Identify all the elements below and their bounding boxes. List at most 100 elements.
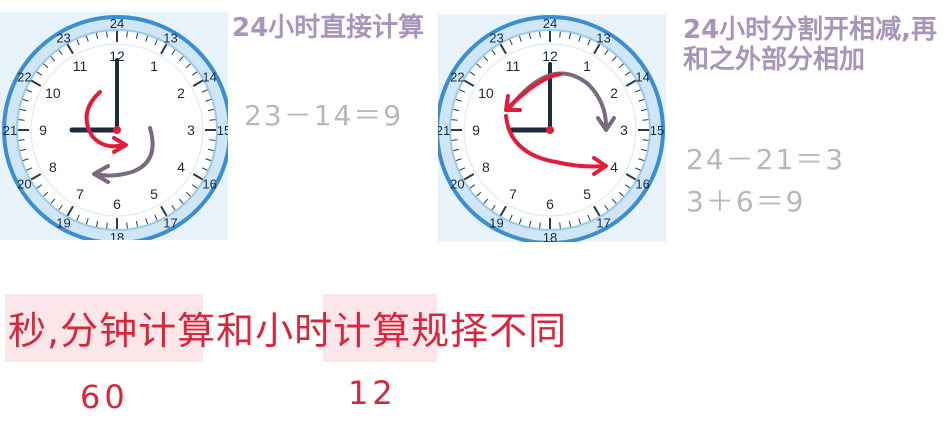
minute-tick [207,148,214,152]
outer-numeral: 14 [635,70,649,85]
minute-tick [207,108,214,112]
minute-tick [476,191,482,197]
minute-tick [451,119,458,121]
minute-tick [518,35,522,42]
minute-tick [30,79,42,87]
minute-tick [559,222,561,229]
minute-tick [559,31,561,38]
outer-numeral: 23 [56,30,70,45]
minute-tick [509,214,513,221]
center-pin [113,126,121,134]
minute-tick [568,220,572,227]
outer-numeral: 16 [635,177,649,192]
red-arrow-top [506,72,562,110]
minute-tick [587,214,591,221]
inner-numeral: 4 [177,159,185,175]
minute-tick [160,43,168,55]
minute-tick [20,148,27,152]
minute-tick [625,173,637,181]
minute-tick [618,63,624,69]
minute-tick [95,33,99,40]
minute-tick [499,43,507,55]
inner-numeral: 1 [583,58,591,74]
minute-tick [145,35,149,42]
inner-numeral: 10 [45,85,61,101]
outer-numeral: 22 [450,70,464,85]
minute-tick [634,89,641,93]
gray-arrowhead [596,116,616,132]
minute-tick [76,39,80,46]
red-arrow [84,90,126,149]
minute-tick [604,204,609,211]
outer-numeral: 22 [17,70,31,85]
minute-tick [145,218,149,225]
outer-numeral: 24 [110,16,124,31]
outer-numeral: 20 [17,177,31,192]
minute-tick [638,98,645,102]
minute-tick [455,158,462,162]
minute-tick [593,205,601,217]
outer-numeral: 23 [489,30,503,45]
outer-numeral: 15 [217,123,228,138]
minute-tick [463,173,475,181]
minute-tick [43,191,49,197]
minute-tick [106,31,108,38]
inner-numeral: 7 [509,186,517,202]
minute-tick [50,198,56,204]
minute-tick [160,205,168,217]
red-arrowhead-top [504,94,522,112]
minute-tick [528,220,532,227]
minute-tick [205,158,212,162]
minute-tick [587,39,591,46]
minute-tick [624,184,631,189]
inner-numeral: 11 [506,58,521,74]
inner-numeral: 5 [150,186,158,202]
minute-tick [26,167,33,171]
minute-tick [192,79,204,87]
inner-numeral: 6 [113,196,121,212]
outer-numeral: 15 [650,123,664,138]
minute-tick [26,89,33,93]
outer-numeral: 24 [543,16,557,31]
note-1-calculation: 23－14＝9 [244,99,404,132]
minute-tick [640,148,647,152]
inner-numeral: 2 [610,85,618,101]
highlight-1 [5,294,203,362]
minute-tick [459,89,466,93]
minute-tick [459,167,466,171]
inner-numeral: 12 [109,48,125,64]
minute-tick [135,33,139,40]
minute-tick [453,108,460,112]
outer-numeral: 17 [163,216,177,231]
minute-tick [451,139,458,141]
minute-tick [36,184,43,189]
inner-ring [463,43,637,217]
outer-numeral: 16 [202,177,216,192]
minute-tick [30,173,42,181]
inner-numeral: 7 [76,186,84,202]
inner-numeral: 3 [620,122,628,138]
minute-tick [476,63,482,69]
minute-tick [126,222,128,229]
note-2-calculation-2: 3＋6＝9 [686,185,806,218]
minute-tick [171,204,176,211]
minute-tick [483,56,489,62]
minute-tick [20,108,27,112]
red-arrowhead-bottom [592,156,608,176]
minute-tick [469,71,476,76]
minute-tick [638,158,645,162]
center-pin [546,126,554,134]
minute-tick [106,222,108,229]
minute-tick [624,71,631,76]
minute-tick [463,79,475,87]
minute-tick [22,98,29,102]
minute-tick [66,205,74,217]
note-1-title: 24小时直接计算 [232,13,425,43]
rule-statement: 秒,分钟计算和小时计算规择不同 [8,309,568,353]
minute-tick [178,198,184,204]
minute-tick [85,35,89,42]
minute-tick [66,43,74,55]
minute-tick [209,119,216,121]
red-arrowhead [112,136,128,154]
minute-tick [491,49,496,56]
